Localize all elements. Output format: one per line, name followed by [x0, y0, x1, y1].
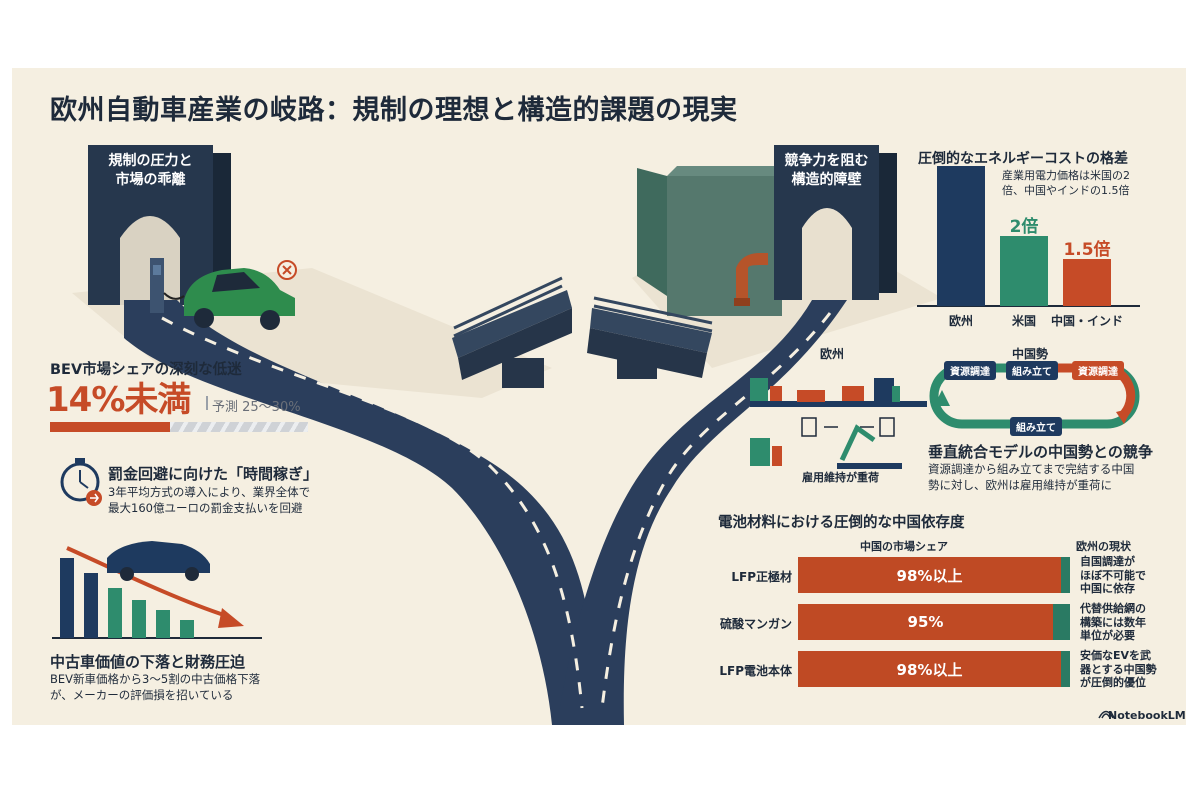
penalty-line1: 3年平均方式の導入により、業界全体で	[108, 485, 311, 499]
energy-bar-value-2: 1.5倍	[1063, 240, 1111, 260]
bev-share-track	[50, 422, 308, 432]
energy-bar-label-2: 中国・インド	[1050, 314, 1123, 328]
china-flow-label: 中国勢	[1012, 347, 1049, 361]
brand-label: NotebookLM	[1092, 709, 1186, 722]
right-arch	[774, 145, 897, 300]
right-arch-label: 競争力を阻む 構造的障壁	[774, 152, 879, 190]
stopwatch-icon	[60, 458, 102, 506]
road-scene	[52, 145, 1140, 725]
charger-icon	[150, 258, 185, 313]
battery-row-status-line: 安価なEVを武	[1080, 649, 1152, 662]
pipe-icon	[734, 253, 768, 306]
energy-bar-0	[937, 166, 985, 306]
battery-col-status: 欧州の現状	[1076, 540, 1131, 553]
battery-share-remainder-1	[1053, 604, 1070, 640]
battery-row-status-line: 中国に依存	[1080, 582, 1135, 595]
europe-fragmented-flow	[750, 378, 927, 469]
page-title: 欧州自動車産業の岐路：規制の理想と構造的課題の現実	[50, 95, 738, 126]
energy-bar-value-1: 2倍	[1009, 217, 1039, 237]
battery-share-bar-0: 98%以上	[798, 557, 1061, 593]
roads	[124, 300, 847, 725]
energy-note-line1: 産業用電力価格は米国の2	[1002, 169, 1130, 182]
left-arch-line2: 市場の乖離	[115, 172, 186, 188]
battery-share-bar-2: 98%以上	[798, 651, 1061, 687]
battery-share-remainder-0	[1061, 557, 1070, 593]
energy-bar-1	[1000, 236, 1048, 306]
energy-bar-label-0: 欧州	[948, 314, 973, 328]
bev-value: 14%未満	[46, 380, 191, 420]
battery-row-label-2: LFP電池本体	[719, 664, 792, 678]
left-arch-line1: 規制の圧力と	[108, 153, 193, 169]
used-car-heading: 中古車価値の下落と財務圧迫	[50, 653, 246, 671]
bev-heading: BEV市場シェアの深刻な低迷	[50, 362, 242, 378]
penalty-heading: 罰金回避に向けた「時間稼ぎ」	[108, 465, 319, 483]
battery-row-label-0: LFP正極材	[731, 570, 792, 584]
energy-heading: 圧倒的なエネルギーコストの格差	[918, 151, 1128, 167]
battery-heading: 電池材料における圧倒的な中国依存度	[718, 515, 965, 531]
battery-row-status-0: 自国調達がほぼ不可能で中国に依存	[1080, 555, 1176, 596]
battery-row-status-line: 器とする中国勢	[1080, 662, 1157, 676]
used-car-line1: BEV新車価格から3～5割の中古価格下落	[50, 672, 261, 686]
right-wall	[637, 166, 792, 316]
bev-forecast: 予測 25～30%	[212, 400, 301, 415]
battery-row-label-1: 硫酸マンガン	[719, 617, 792, 631]
battery-row-status-line: 代替供給網の	[1080, 602, 1146, 615]
loop-step-assemble: 組み立て	[1006, 361, 1058, 380]
green-car-icon	[184, 268, 295, 330]
depreciation-chart-icon	[52, 541, 262, 639]
battery-row-status-line: ほぼ不可能で	[1080, 568, 1146, 582]
loop-step-assemble-2: 組み立て	[1010, 417, 1062, 436]
battery-share-bar-1: 95%	[798, 604, 1053, 640]
energy-note-line2: 倍、中国やインドの1.5倍	[1002, 184, 1130, 197]
energy-bar-label-1: 米国	[1011, 314, 1036, 328]
close-icon	[277, 260, 297, 280]
brand-text: NotebookLM	[1108, 709, 1186, 722]
battery-col-share: 中国の市場シェア	[860, 540, 948, 553]
vertical-line1: 資源調達から組み立てまで完結する中国	[928, 462, 1135, 476]
bev-share-fill	[50, 422, 170, 432]
europe-flow-caption: 雇用維持が重荷	[802, 471, 879, 484]
battery-row-status-2: 安価なEVを武器とする中国勢が圧倒的優位	[1080, 649, 1176, 690]
broken-bridge	[452, 276, 713, 388]
loop-step-procure: 資源調達	[944, 361, 996, 380]
left-arch-label: 規制の圧力と 市場の乖離	[88, 152, 213, 190]
vertical-line2: 勢に対し、欧州は雇用維持が重荷に	[928, 478, 1112, 492]
penalty-line2: 最大160億ユーロの罰金支払いを回避	[108, 501, 303, 515]
battery-row-status-1: 代替供給網の構築には数年単位が必要	[1080, 602, 1176, 643]
energy-bar-2	[1063, 259, 1111, 306]
infographic-canvas: 欧州自動車産業の岐路：規制の理想と構造的課題の現実 規制の圧力と 市場の乖離 競…	[12, 68, 1186, 725]
used-car-text: BEV新車価格から3～5割の中古価格下落 が、メーカーの評価損を招いている	[50, 671, 260, 703]
battery-row-status-line: 単位が必要	[1080, 629, 1135, 642]
penalty-text: 3年平均方式の導入により、業界全体で 最大160億ユーロの罰金支払いを回避	[108, 484, 310, 516]
europe-flow-label: 欧州	[820, 347, 845, 361]
battery-row-status-line: 自国調達が	[1080, 555, 1135, 568]
used-car-line2: が、メーカーの評価損を招いている	[50, 688, 234, 702]
notebooklm-logo-icon	[1098, 710, 1114, 719]
right-arch-line1: 競争力を阻む	[784, 153, 869, 169]
battery-row-status-line: 構築には数年	[1080, 615, 1146, 629]
vertical-text: 資源調達から組み立てまで完結する中国 勢に対し、欧州は雇用維持が重荷に	[928, 461, 1134, 493]
energy-note: 産業用電力価格は米国の2 倍、中国やインドの1.5倍	[1002, 168, 1130, 198]
loop-step-procure-2: 資源調達	[1072, 361, 1124, 380]
right-arch-line2: 構造的障壁	[791, 172, 862, 188]
vertical-heading: 垂直統合モデルの中国勢との競争	[928, 443, 1153, 461]
battery-share-remainder-2	[1061, 651, 1070, 687]
battery-row-status-line: が圧倒的優位	[1080, 676, 1146, 689]
forecast-marker	[206, 396, 208, 410]
